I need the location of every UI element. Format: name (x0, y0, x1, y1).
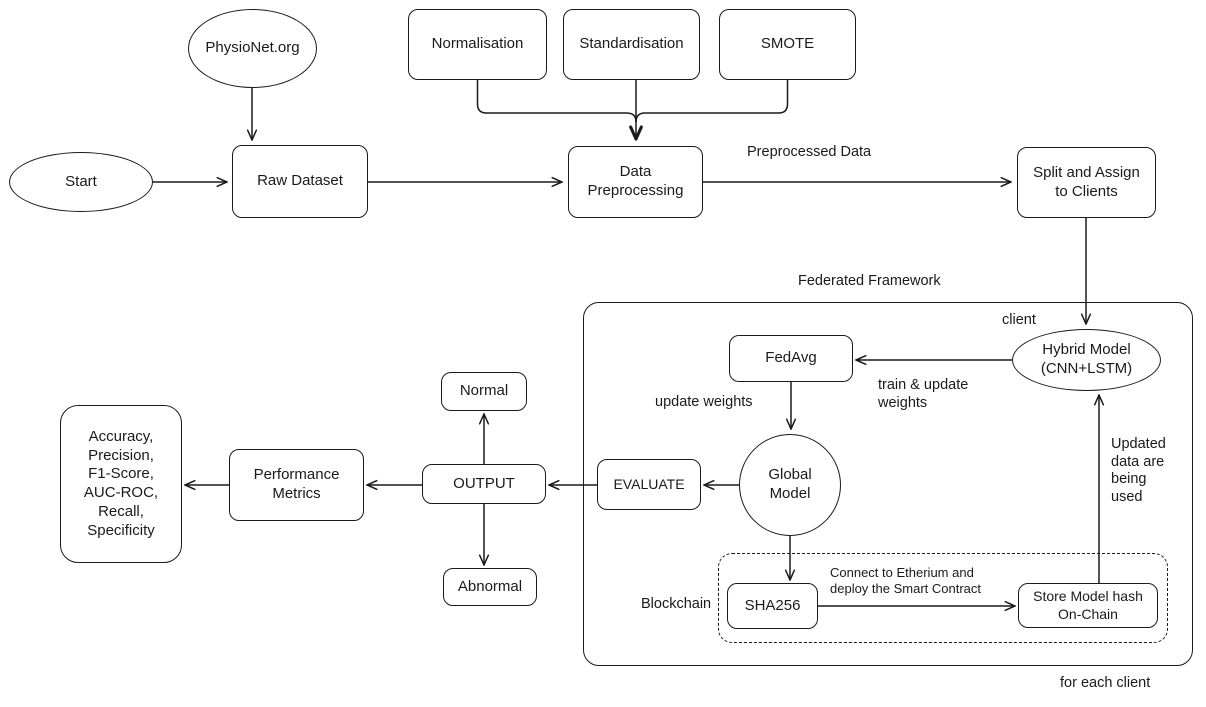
federated-framework-container (583, 302, 1193, 666)
node-evaluate: EVALUATE (597, 459, 701, 510)
label-client: client (1002, 312, 1036, 328)
label-federated-framework: Federated Framework (798, 273, 941, 289)
node-start: Start (9, 152, 153, 212)
node-store-hash: Store Model hash On-Chain (1018, 583, 1158, 628)
blockchain-container (718, 553, 1168, 643)
label-blockchain: Blockchain (641, 596, 712, 612)
label-preprocessed-data: Preprocessed Data (747, 144, 872, 160)
label-train-update-weights: train & update weights (878, 377, 969, 411)
node-raw-dataset: Raw Dataset (232, 145, 368, 218)
bracket-smote (635, 80, 789, 123)
node-output: OUTPUT (422, 464, 546, 504)
node-standardisation: Standardisation (563, 9, 700, 80)
node-sha256: SHA256 (727, 583, 818, 629)
bracket-normalisation (476, 80, 637, 123)
node-fedavg: FedAvg (729, 335, 853, 382)
label-updated-data: Updated data are being used (1111, 436, 1166, 506)
label-connect-etherium: Connect to Etherium and deploy the Smart… (830, 565, 982, 596)
node-split-assign: Split and Assign to Clients (1017, 147, 1156, 218)
node-metrics-list: Accuracy, Precision, F1-Score, AUC-ROC, … (60, 405, 182, 563)
node-normal: Normal (441, 372, 527, 411)
node-hybrid-model: Hybrid Model (CNN+LSTM) (1012, 329, 1161, 391)
node-global-model: Global Model (739, 434, 841, 536)
label-for-each-client: for each client (1060, 675, 1151, 691)
node-normalisation: Normalisation (408, 9, 547, 80)
node-abnormal: Abnormal (443, 568, 537, 606)
node-smote: SMOTE (719, 9, 856, 80)
node-data-preprocessing: Data Preprocessing (568, 146, 703, 218)
node-performance-metrics: Performance Metrics (229, 449, 364, 521)
node-physionet: PhysioNet.org (188, 9, 317, 88)
label-update-weights: update weights (655, 394, 753, 410)
